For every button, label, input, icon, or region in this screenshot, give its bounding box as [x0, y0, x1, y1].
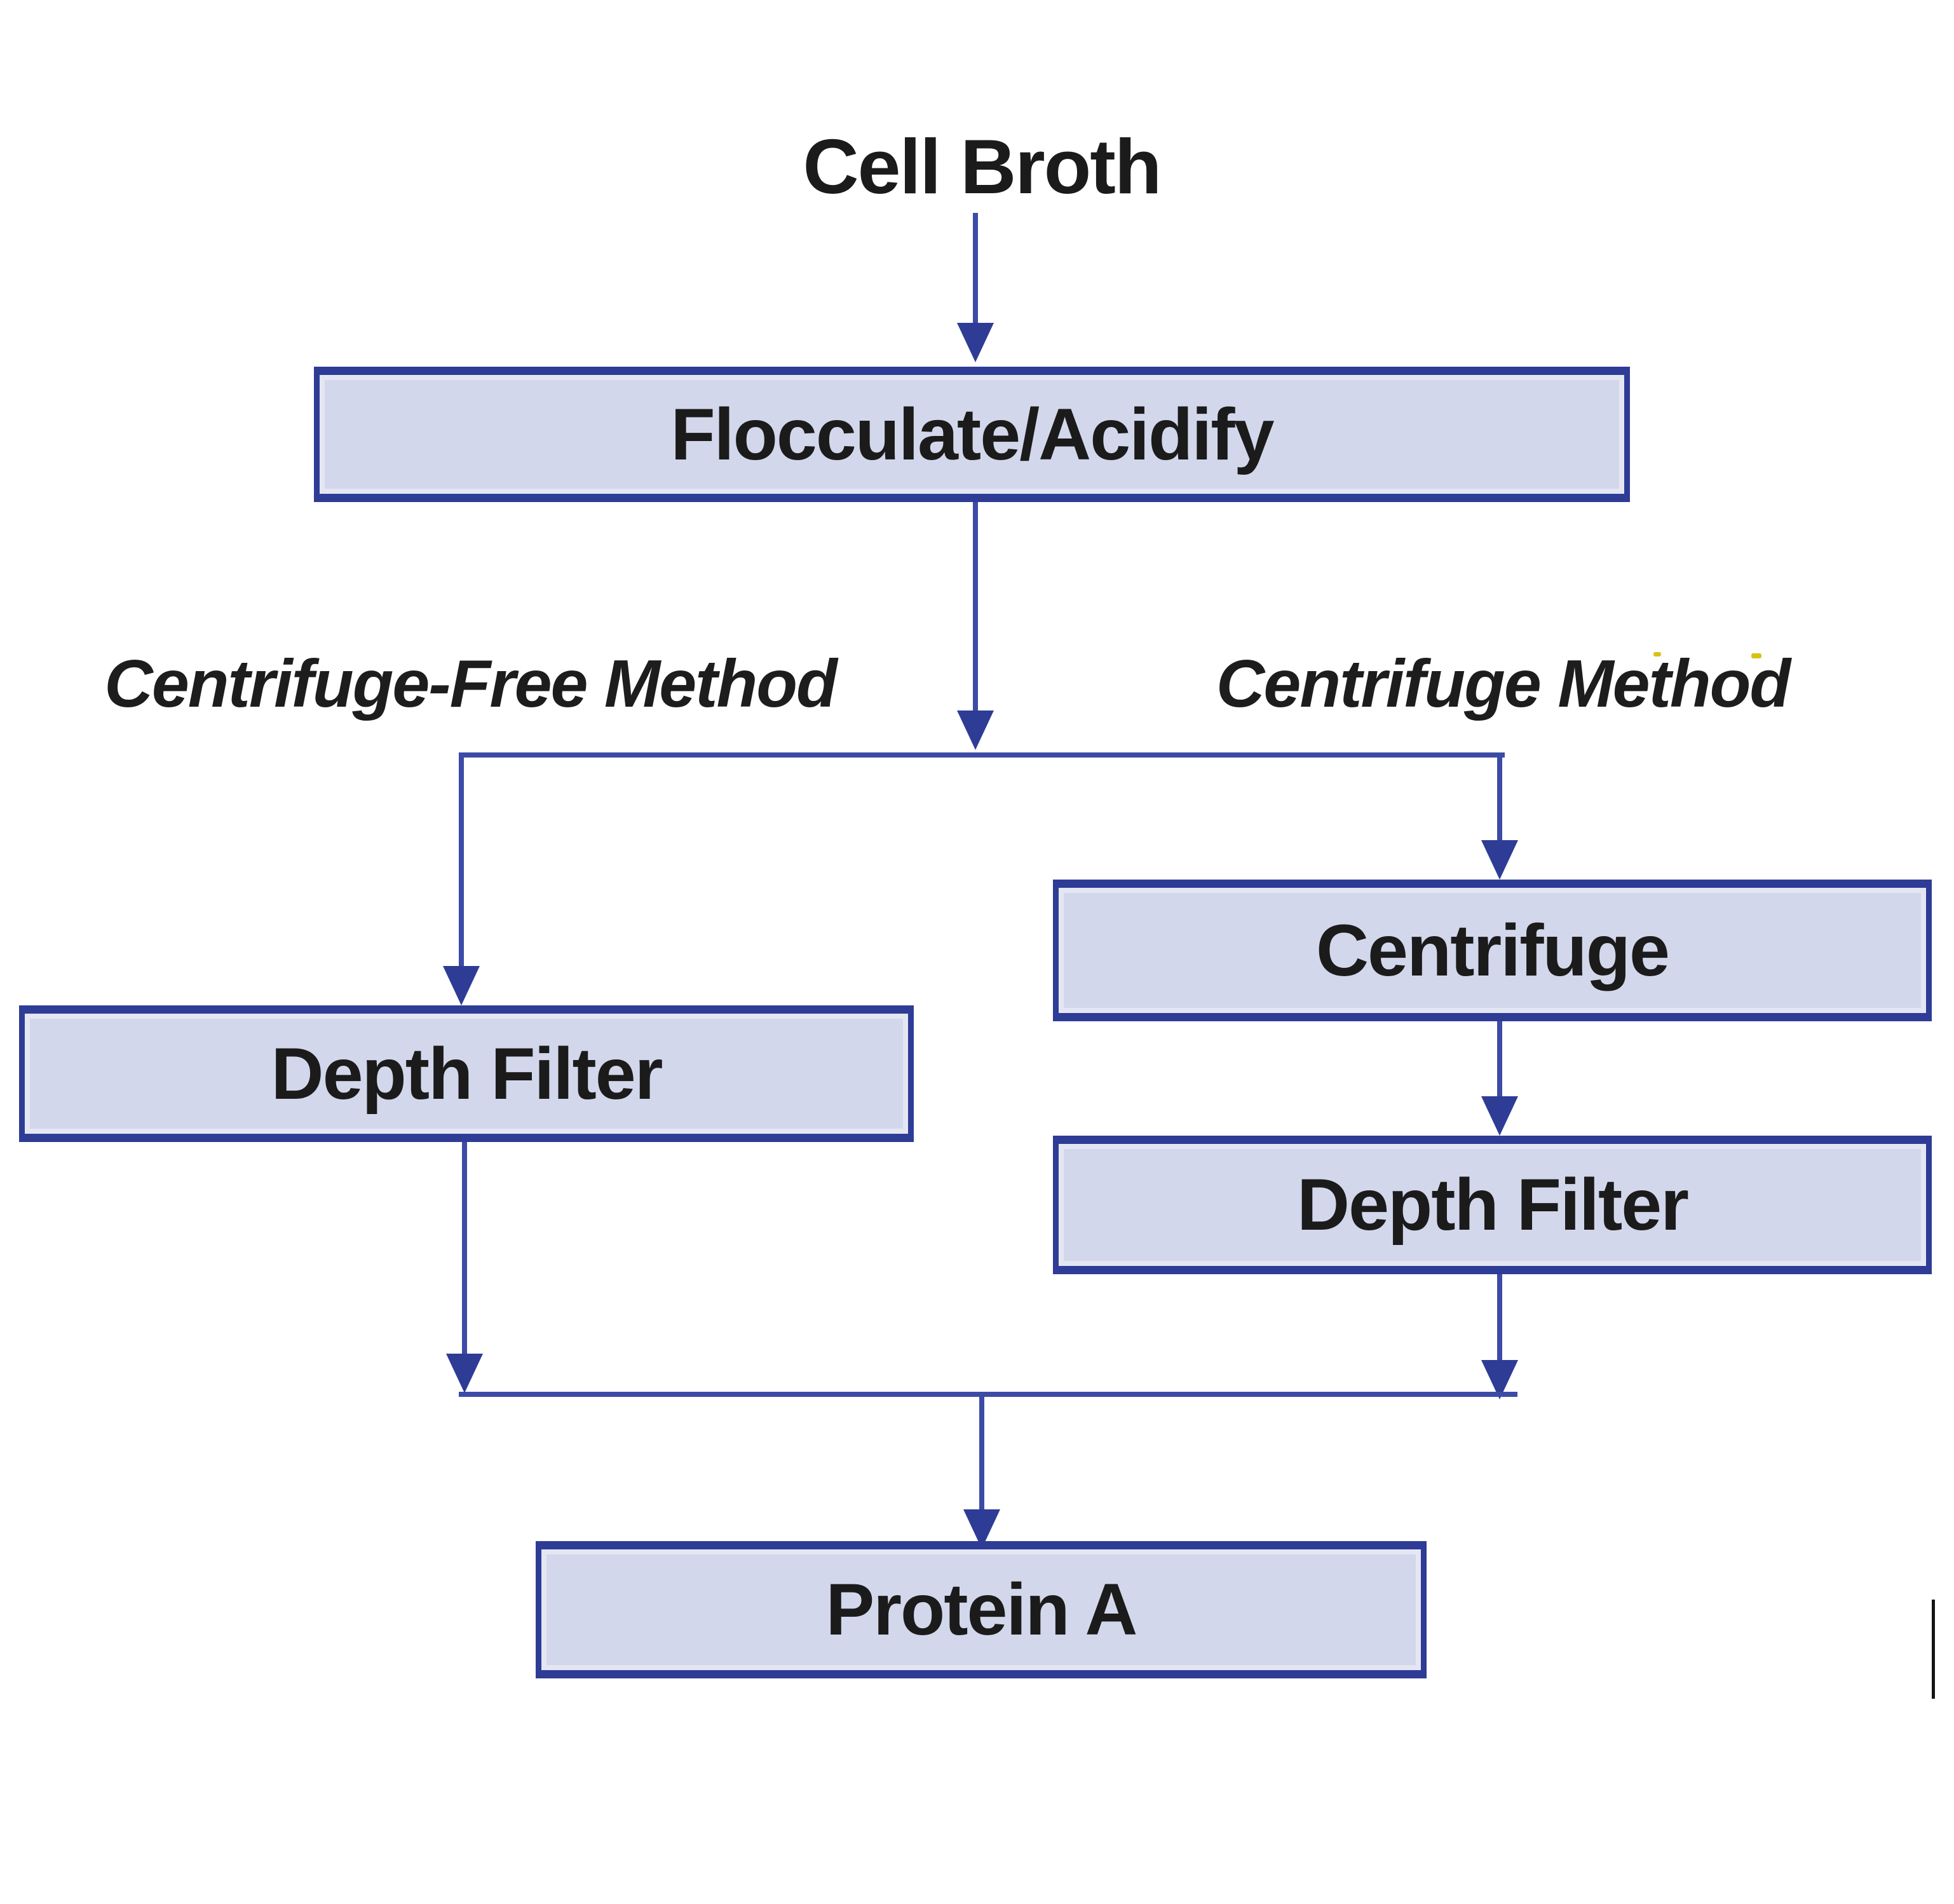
protein-a-box: Protein A	[536, 1541, 1427, 1678]
centrifuge-free-method-label: Centrifuge-Free Method	[104, 646, 837, 721]
arrowhead-down-icon	[1481, 1096, 1518, 1136]
depth-filter-left-box: Depth Filter	[19, 1005, 914, 1142]
arrowhead-down-icon	[1481, 840, 1518, 880]
arrowhead-down-icon	[957, 711, 994, 750]
arrow-line-centrifuge-to-depthfilter-right	[1497, 1021, 1502, 1096]
arrowhead-down-icon	[957, 323, 994, 362]
arrow-line-branch-to-depthfilter-left	[459, 752, 464, 966]
arrow-line-converge-to-proteina	[979, 1397, 984, 1509]
arrow-line-depthfilter-left-to-converge	[462, 1142, 467, 1354]
arrow-line-cellbroth-to-flocculate	[973, 213, 978, 324]
converge-horizontal-line	[459, 1392, 1517, 1397]
centrifuge-label: Centrifuge	[1316, 909, 1670, 991]
cell-broth-label: Cell Broth	[803, 123, 1162, 210]
centrifuge-method-label: Centrifuge Method	[1216, 646, 1791, 721]
flocculate-acidify-label: Flocculate/Acidify	[670, 393, 1274, 475]
flocculate-acidify-box: Flocculate/Acidify	[314, 367, 1630, 502]
arrow-line-depthfilter-right-to-converge	[1497, 1274, 1502, 1360]
depth-filter-right-label: Depth Filter	[1297, 1164, 1689, 1246]
arrow-line-flocculate-to-branch	[973, 502, 978, 712]
depth-filter-right-box: Depth Filter	[1053, 1136, 1932, 1274]
protein-a-label: Protein A	[825, 1569, 1138, 1650]
arrowhead-down-icon	[443, 966, 480, 1005]
depth-filter-left-label: Depth Filter	[271, 1033, 663, 1115]
arrow-line-branch-to-centrifuge	[1497, 752, 1502, 840]
branch-horizontal-line	[459, 752, 1505, 758]
black-artifact-line	[1932, 1600, 1935, 1699]
yellow-artifact-speck	[1751, 653, 1761, 658]
yellow-artifact-speck	[1653, 652, 1661, 656]
arrowhead-down-icon	[446, 1354, 483, 1393]
centrifuge-box: Centrifuge	[1053, 880, 1932, 1021]
